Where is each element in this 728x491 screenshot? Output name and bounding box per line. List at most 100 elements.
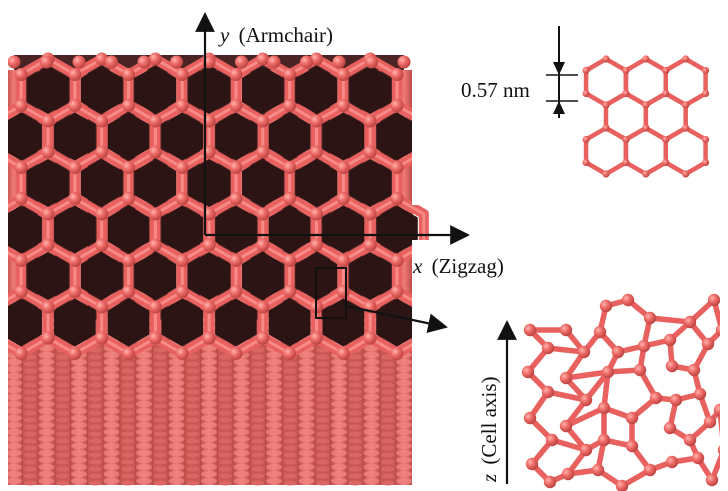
column-atom-ridge: [266, 428, 282, 436]
column-atom-ridge: [103, 477, 120, 485]
side-atom: [693, 387, 707, 401]
honeycomb-pore: [80, 66, 123, 114]
inset-atom: [602, 101, 610, 109]
column-atom-ridge: [71, 435, 87, 443]
column-atom-ridge: [331, 365, 347, 373]
side-atom: [665, 359, 679, 373]
side-atom: [615, 479, 629, 491]
atom: [363, 114, 377, 128]
column-atom-ridge: [233, 421, 250, 429]
column-gap-ridge: [154, 438, 167, 444]
side-atom: [523, 411, 537, 425]
column-atom-ridge: [6, 428, 22, 436]
column-gap-ridge: [251, 396, 264, 402]
column-gap-ridge: [251, 431, 264, 437]
side-atom: [597, 401, 611, 415]
column-atom-ridge: [168, 456, 185, 464]
honeycomb-pore: [107, 298, 150, 347]
column-atom-ridge: [136, 470, 152, 478]
column-atom-ridge: [103, 421, 120, 429]
side-atom: [701, 337, 715, 351]
column-gap-ridge: [349, 410, 362, 416]
column-gap-ridge: [316, 375, 329, 381]
column-gap-ridge: [251, 466, 264, 472]
column-atom-ridge: [331, 428, 347, 436]
column-gap-ridge: [24, 389, 37, 395]
column-gap-ridge: [219, 424, 232, 430]
column-gap-ridge: [154, 466, 167, 472]
column-atom-ridge: [6, 421, 22, 429]
column-gap-ridge: [381, 466, 394, 472]
side-atom: [541, 385, 555, 399]
atom: [175, 347, 189, 360]
column-atom-ridge: [201, 400, 217, 408]
column-gap-ridge: [89, 368, 102, 374]
column-gap-ridge: [349, 375, 362, 381]
side-atom: [525, 457, 539, 471]
column-atom-ridge: [233, 428, 250, 436]
column-atom-ridge: [136, 358, 152, 366]
column-atom-ridge: [201, 442, 217, 450]
honeycomb-pore: [80, 252, 123, 300]
column-atom-ridge: [168, 477, 185, 485]
column-atom-ridge: [71, 400, 87, 408]
column-gap-ridge: [219, 417, 232, 423]
side-atom: [599, 299, 613, 313]
atom: [148, 300, 162, 314]
column-gap-ridge: [154, 389, 167, 395]
column-gap-ridge: [381, 410, 394, 416]
zoom-indicator: [315, 267, 448, 334]
atom: [256, 207, 270, 221]
column-atom-ridge: [363, 477, 380, 485]
column-atom-ridge: [71, 393, 87, 401]
honeycomb-pore: [322, 205, 365, 254]
column-atom-ridge: [201, 421, 217, 429]
column-gap-ridge: [251, 445, 264, 451]
atom: [256, 114, 270, 128]
inset-atom: [642, 124, 650, 132]
column-atom-ridge: [103, 358, 120, 366]
column-gap-ridge: [284, 410, 297, 416]
column-gap-ridge: [89, 466, 102, 472]
atom: [175, 285, 189, 298]
atom: [122, 192, 136, 205]
column-gap-ridge: [219, 466, 232, 472]
column-atom-ridge: [331, 407, 347, 415]
column-atom-ridge: [168, 407, 185, 415]
column-atom-ridge: [38, 442, 55, 450]
column-atom-ridge: [331, 449, 347, 457]
atom: [365, 55, 378, 69]
column-gap-ridge: [349, 452, 362, 458]
column-gap-ridge: [381, 361, 394, 367]
inset-atom: [662, 66, 670, 75]
column-gap-ridge: [349, 459, 362, 465]
column-atom-ridge: [38, 379, 55, 387]
atom: [95, 114, 109, 128]
honeycomb-pore: [27, 66, 69, 114]
column-gap-ridge: [219, 438, 232, 444]
column-atom-ridge: [331, 435, 347, 443]
atom: [363, 145, 377, 159]
honeycomb-pore: [349, 159, 391, 207]
column-gap: [23, 320, 38, 485]
column-gap-ridge: [316, 445, 329, 451]
side-atom: [597, 433, 611, 447]
honeycomb-pore: [376, 205, 418, 254]
atom: [68, 99, 82, 112]
column-gap-ridge: [284, 368, 297, 374]
side-atom: [683, 315, 697, 329]
column-gap: [88, 320, 103, 485]
column-gap-ridge: [381, 431, 394, 437]
atom: [68, 161, 82, 174]
column-atom-ridge: [136, 428, 152, 436]
inset-atom: [642, 101, 650, 109]
inset-atom: [701, 89, 710, 98]
column-gap-ridge: [284, 396, 297, 402]
atom: [7, 55, 21, 69]
column-atom-ridge: [168, 358, 185, 366]
column-atom-ridge: [396, 442, 412, 450]
column-gap-ridge: [24, 424, 37, 430]
column-gap-ridge: [349, 403, 362, 409]
column-gap-ridge: [381, 368, 394, 374]
column-atom-ridge: [396, 407, 412, 415]
